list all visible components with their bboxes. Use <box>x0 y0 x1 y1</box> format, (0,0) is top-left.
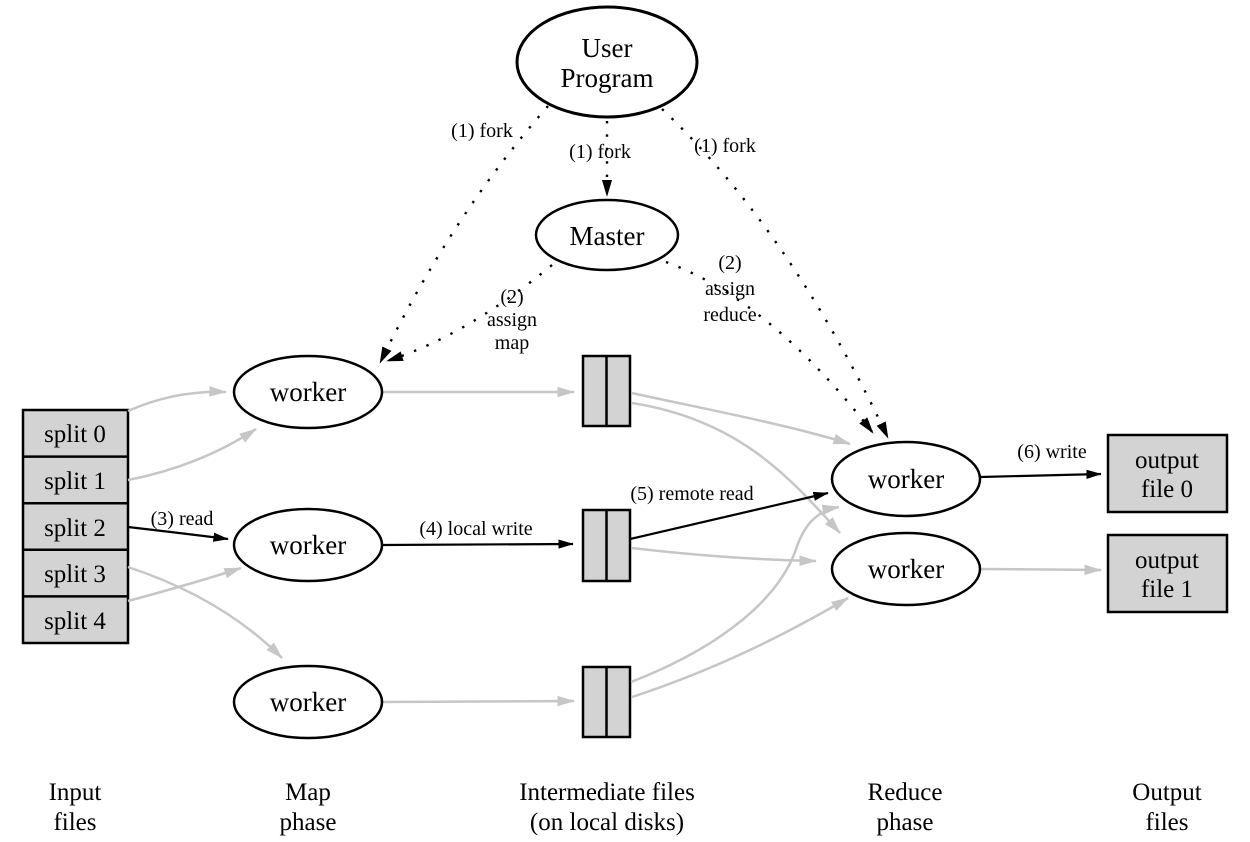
reduce-worker-2-node <box>830 531 982 607</box>
caption-reduce-phase-line2: phase <box>877 809 934 836</box>
edge-reduce-worker2-to-output1 <box>979 564 1102 576</box>
master-label: Master <box>570 221 645 251</box>
assign-map-label-line1: (2) <box>500 286 523 308</box>
map-worker-3-label: worker <box>270 687 346 717</box>
map-worker-3-node <box>232 664 384 740</box>
dotted-edges <box>378 105 890 439</box>
assign-reduce-label-line1: (2) <box>718 252 741 274</box>
edge-remote-read-intermediate2-to-reduce-worker1 <box>629 491 829 541</box>
edge-split0-to-map-worker1 <box>127 386 227 413</box>
master-node <box>534 198 680 272</box>
assign-reduce-label-line3: reduce <box>703 304 756 326</box>
edge-intermediate3-to-reduce-worker2 <box>631 596 849 699</box>
read-label: (3) read <box>151 508 214 530</box>
output-file-1-label-line2: file 1 <box>1141 576 1193 603</box>
output-labels: output file 0 output file 1 <box>1135 447 1199 603</box>
assign-reduce-label-line2: assign <box>705 278 755 300</box>
assign-map-label-line2: assign <box>487 309 537 331</box>
caption-output-files-line1: Output <box>1132 779 1202 806</box>
fork-left-label: (1) fork <box>451 120 513 142</box>
map-worker-1-label: worker <box>270 377 346 407</box>
edge-read-split2-to-map-worker2 <box>127 525 229 542</box>
split-labels: split 0 split 1 split 2 split 3 split 4 <box>44 421 106 635</box>
intermediate-file-boxes <box>581 354 632 739</box>
map-worker-2-node <box>232 507 384 583</box>
output-file-0-box <box>1106 433 1229 514</box>
user-program-node <box>515 5 699 119</box>
user-program-label-line2: Program <box>561 63 654 93</box>
node-labels: User Program Master worker worker worker… <box>270 33 944 717</box>
gray-edges <box>127 386 1102 707</box>
caption-output-files-line2: files <box>1145 809 1188 836</box>
edge-intermediate1-to-reduce-worker2 <box>631 401 841 534</box>
fork-middle-label: (1) fork <box>569 141 631 163</box>
black-edges <box>127 469 1102 549</box>
edge-write-reduce-worker1-to-output0 <box>979 469 1102 479</box>
edge-labels: (1) fork (1) fork (1) fork (2) assign ma… <box>151 120 1087 540</box>
edge-assign-reduce-master-to-reduce-worker1 <box>665 260 874 434</box>
edge-split1-to-map-worker1 <box>127 427 257 482</box>
edge-local-write-map-worker2-to-intermediate2 <box>381 539 574 549</box>
caption-intermediate-files-line1: Intermediate files <box>519 779 695 806</box>
output-file-0-label-line1: output <box>1135 447 1199 474</box>
caption-input-files-line2: files <box>53 809 96 836</box>
output-file-0-label-line2: file 0 <box>1141 476 1193 503</box>
caption-intermediate-files-line2: (on local disks) <box>530 809 684 836</box>
caption-reduce-phase-line1: Reduce <box>868 779 943 806</box>
output-file-1-label-line1: output <box>1135 547 1199 574</box>
map-worker-2-label: worker <box>270 530 346 560</box>
output-file-boxes <box>1106 433 1229 614</box>
output-file-1-box <box>1106 533 1229 614</box>
split-4-label: split 4 <box>44 608 106 635</box>
edge-map-worker3-to-intermediate3 <box>381 695 575 707</box>
split-1-label: split 1 <box>44 468 106 495</box>
split-0-label: split 0 <box>44 421 106 448</box>
edge-intermediate1-to-reduce-worker1 <box>631 391 851 446</box>
fork-right-label: (1) fork <box>694 135 756 157</box>
reduce-worker-1-node <box>830 440 982 518</box>
map-worker-1-node <box>232 354 384 430</box>
split-2-label: split 2 <box>44 515 106 542</box>
remote-read-label: (5) remote read <box>630 483 753 505</box>
local-write-label: (4) local write <box>419 518 532 540</box>
caption-input-files-line1: Input <box>49 779 102 806</box>
input-stack-box <box>21 408 130 645</box>
input-files-stack <box>21 408 130 645</box>
edge-intermediate2-to-reduce-worker2 <box>631 546 817 566</box>
write-label: (6) write <box>1017 441 1087 463</box>
phase-captions: Input files Map phase Intermediate files… <box>49 779 1202 836</box>
reduce-worker-1-label: worker <box>868 464 944 494</box>
edge-split4-to-map-worker2 <box>127 566 242 603</box>
reduce-worker-2-label: worker <box>868 554 944 584</box>
caption-map-phase-line2: phase <box>280 809 337 836</box>
edge-split3-to-map-worker3 <box>127 565 283 659</box>
nodes <box>232 5 982 740</box>
assign-map-label-line3: map <box>495 332 529 354</box>
caption-map-phase-line1: Map <box>285 779 331 806</box>
edge-fork-user-program-to-reduce-worker1 <box>661 108 890 439</box>
edge-intermediate3-to-reduce-worker1 <box>630 504 840 684</box>
split-3-label: split 3 <box>44 561 106 588</box>
user-program-label-line1: User <box>582 33 633 63</box>
